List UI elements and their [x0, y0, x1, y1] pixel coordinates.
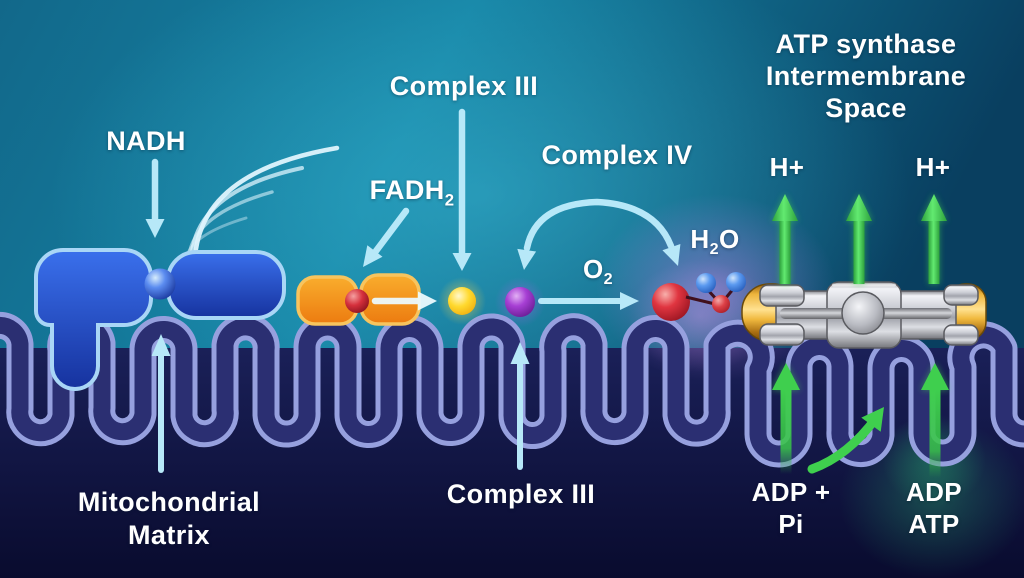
electron-sphere-blue: [144, 268, 176, 300]
proton-arrows: [772, 194, 949, 478]
complex-iii-top-label: Complex III: [389, 71, 539, 101]
adp-atp-line2: ATP: [908, 509, 960, 539]
fadh2-label: FADH2: [369, 175, 455, 210]
o2-arrow-icon: [538, 292, 639, 310]
complex-iii-arrow-icon: [452, 108, 472, 271]
o2-sub: 2: [603, 270, 613, 289]
proton-arrow-up-icon: [846, 194, 872, 284]
complex-iii-bottom-arrow-icon: [510, 342, 530, 470]
h-plus-left-label: H+: [769, 152, 805, 182]
adp-pi-label: ADP + Pi: [752, 476, 831, 540]
o2-base: O: [583, 254, 604, 284]
fadh2-arrow-icon: [363, 207, 410, 267]
adp-pi-line1: ADP +: [751, 477, 831, 507]
h2o-sub: 2: [709, 240, 719, 259]
fadh2-base: FADH: [369, 175, 445, 205]
matrix-arrow-icon: [151, 334, 171, 473]
adp-atp-label: ADP ATP: [906, 476, 962, 540]
electron-carrier-purple: [505, 287, 535, 317]
annotation-arrows: [145, 108, 681, 473]
h2o-base: H: [690, 224, 710, 254]
proton-arrow-up-icon: [772, 194, 798, 284]
space-line: Space: [825, 93, 907, 123]
h2o-label: H2O: [690, 224, 740, 259]
matrix-proton-arrow-icon: [772, 363, 800, 474]
water-molecule: [685, 272, 746, 313]
atp-synthase-line: ATP synthase: [775, 29, 957, 59]
electron-sphere-red: [345, 289, 369, 313]
intermembrane-line: Intermembrane: [765, 61, 967, 91]
nadh-arrow-icon: [145, 158, 165, 238]
electron-carrier-yellow: [448, 287, 476, 315]
matrix-line2: Matrix: [128, 520, 210, 550]
o2-label: O2: [583, 254, 613, 289]
fadh2-sub: 2: [444, 190, 455, 210]
h2o-tail: O: [718, 224, 740, 254]
matrix-proton-arrow-icon: [921, 363, 949, 478]
h-plus-right-label: H+: [915, 152, 951, 182]
complex-iv-arc-arrow-icon: [517, 198, 681, 270]
atp-synthase-shape: [741, 281, 987, 349]
proton-arrow-up-icon: [921, 194, 947, 284]
complex-iii-bottom-label: Complex III: [446, 479, 596, 509]
oxygen-sphere: [652, 283, 690, 321]
mitochondrial-matrix-label: Mitochondrial Matrix: [78, 486, 260, 552]
inner-membrane: [0, 311, 1024, 468]
nadh-label: NADH: [106, 126, 186, 156]
complex-iv-label: Complex IV: [541, 140, 693, 170]
adp-curved-arrow-icon: [807, 407, 884, 474]
adp-pi-line2: Pi: [778, 509, 804, 539]
matrix-line1: Mitochondrial: [77, 487, 261, 517]
atp-synthase-intermembrane-label: ATP synthase Intermembrane Space: [766, 28, 966, 124]
adp-atp-line1: ADP: [905, 477, 963, 507]
electron-transfer-arrow-icon: [371, 291, 437, 311]
